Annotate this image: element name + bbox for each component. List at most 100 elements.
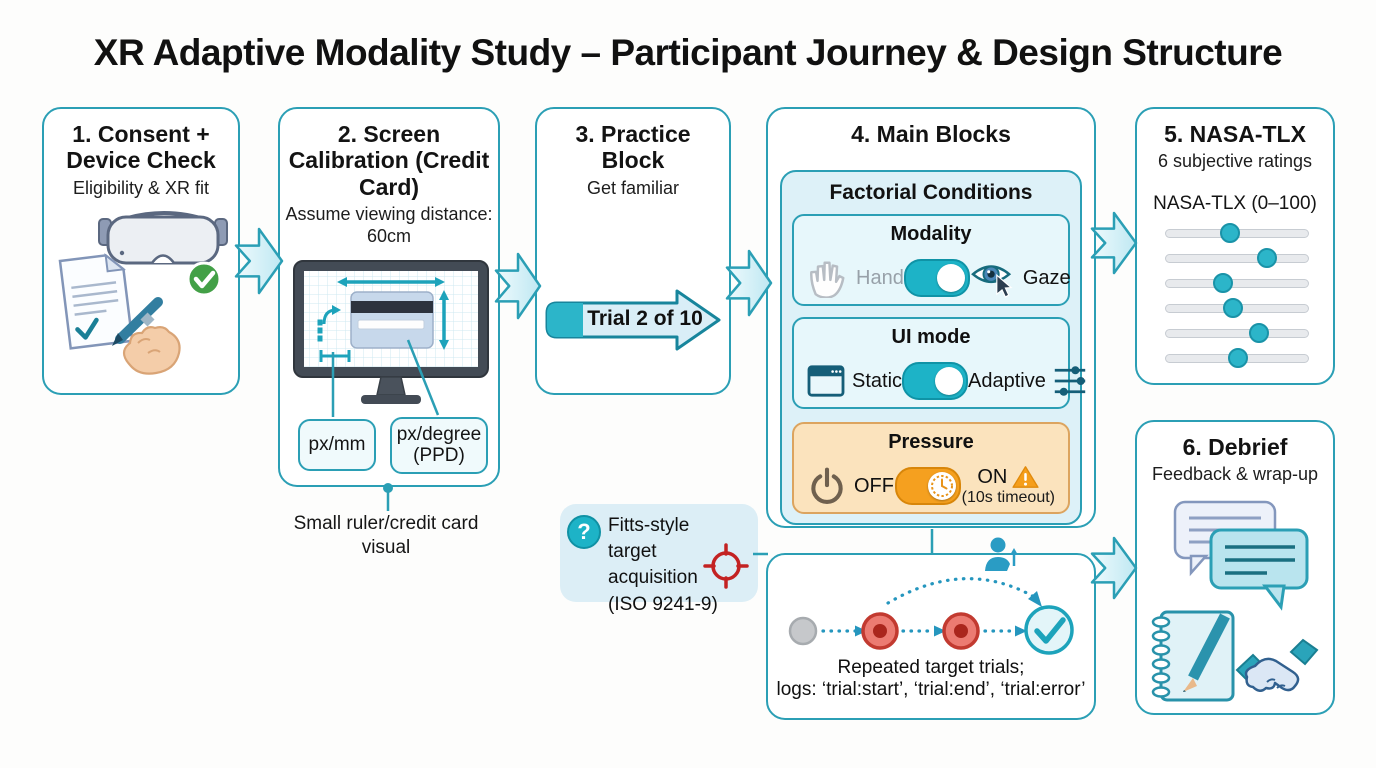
flow-arrow-2-3 <box>494 252 542 320</box>
hand-signing-illustration <box>112 297 181 375</box>
tlx-slider-knob[interactable] <box>1228 348 1249 368</box>
px-per-mm-label: px/mm <box>298 419 376 471</box>
flow-arrow-1-2 <box>234 227 284 295</box>
pressure-toggle[interactable] <box>894 467 961 505</box>
tlx-slider-track[interactable] <box>1165 329 1309 338</box>
ui-mode-card: UI mode Static Adaptive <box>792 317 1086 409</box>
step-5-subtitle: 6 subjective ratings <box>1157 151 1313 172</box>
tlx-slider <box>1165 273 1309 294</box>
ui-mode-left-label: Static <box>852 369 903 392</box>
modality-toggle[interactable] <box>903 259 970 297</box>
vr-headset-icon <box>98 211 228 265</box>
check-badge-icon <box>186 261 222 297</box>
step-6-title: 6. Debrief <box>1182 434 1288 460</box>
tlx-slider <box>1165 248 1309 269</box>
page-title: XR Adaptive Modality Study – Participant… <box>93 32 1283 73</box>
target-icon <box>942 612 980 650</box>
flow-arrow-3-4 <box>725 249 773 317</box>
step-3-subtitle: Get familiar <box>586 177 680 198</box>
tlx-slider-knob[interactable] <box>1248 323 1269 343</box>
px-per-degree-label: px/degree (PPD) <box>390 417 488 474</box>
tlx-slider <box>1165 223 1309 244</box>
credit-card-icon <box>350 291 434 349</box>
hand-icon <box>810 261 845 298</box>
modality-card: Modality Hand <box>792 214 1071 306</box>
trial-progress-arrow <box>545 289 721 351</box>
pressure-right-note: (10s timeout) <box>961 489 1055 507</box>
calibration-caption: Small ruler/credit card visual <box>293 513 479 558</box>
cursor-icon <box>996 273 1013 298</box>
step-3-title: 3. Practice Block <box>575 121 691 174</box>
target-icon <box>861 612 899 650</box>
start-dot <box>788 616 818 646</box>
tlx-slider <box>1165 348 1309 369</box>
consent-illustration <box>58 211 228 375</box>
step-1-subtitle: Eligibility & XR fit <box>72 177 210 198</box>
step-6-debrief-box: 6. Debrief Feedback & wrap-up <box>1135 420 1335 715</box>
trial-caption-line2: logs: ‘trial:start’, ‘trial:end’, ‘trial… <box>776 679 1086 700</box>
question-icon: ? <box>567 515 601 549</box>
pressure-right-label: ON <box>977 466 1008 489</box>
step-6-subtitle: Feedback & wrap-up <box>1151 464 1319 485</box>
ui-mode-title: UI mode <box>891 326 971 348</box>
trial-sequence-graphic <box>788 537 1074 655</box>
clock-icon <box>930 475 953 497</box>
tlx-sliders <box>1165 223 1309 379</box>
step-3-practice-box: 3. Practice Block Get familiar Trial 2 o… <box>535 107 731 395</box>
modality-title: Modality <box>890 223 972 245</box>
factorial-conditions-panel: Factorial Conditions Modality Hand <box>780 170 1086 525</box>
progress-fill <box>547 303 583 337</box>
fitts-callout-text: Fitts-style target acquisition (ISO 9241… <box>608 515 718 615</box>
pressure-toggle-knob[interactable] <box>927 472 956 500</box>
eye-gaze-icon <box>970 265 1013 298</box>
step-2-title: 2. Screen Calibration (Credit Card) <box>288 121 490 200</box>
tlx-slider <box>1165 323 1309 344</box>
step-5-nasa-tlx-box: 5. NASA-TLX 6 subjective ratings NASA-TL… <box>1135 107 1335 385</box>
tlx-slider-track[interactable] <box>1165 254 1309 263</box>
trial-caption-line1: Repeated target trials; <box>837 657 1025 678</box>
step-5-title: 5. NASA-TLX <box>1164 121 1306 147</box>
step-4-title: 4. Main Blocks <box>851 121 1011 147</box>
tlx-slider <box>1165 298 1309 319</box>
ui-mode-right-label: Adaptive <box>968 369 1046 392</box>
window-static-icon <box>807 365 845 397</box>
tlx-slider-knob[interactable] <box>1257 248 1278 268</box>
crosshair-icon <box>703 543 749 589</box>
tlx-slider-knob[interactable] <box>1219 223 1240 243</box>
handshake-icon <box>1235 638 1319 692</box>
monitor-calibration-illustration <box>293 260 489 404</box>
dotted-arrows <box>821 577 1038 633</box>
pressure-title: Pressure <box>888 431 974 453</box>
pressure-left-label: OFF <box>854 474 894 497</box>
ui-mode-toggle[interactable] <box>902 362 969 400</box>
modality-right-label: Gaze <box>1022 266 1071 289</box>
warning-icon <box>1012 466 1039 489</box>
debrief-illustration <box>1151 500 1319 702</box>
measurement-arrows <box>317 277 449 362</box>
step-2-calibration-box: 2. Screen Calibration (Credit Card) Assu… <box>278 107 500 487</box>
sliders-adaptive-icon <box>1054 366 1086 396</box>
modality-toggle-knob[interactable] <box>936 264 965 292</box>
chat-bubbles-icon <box>1173 500 1309 611</box>
success-check-icon <box>1024 605 1074 655</box>
ui-mode-toggle-knob[interactable] <box>935 367 964 395</box>
flow-arrow-4-5 <box>1090 211 1138 275</box>
step-1-title: 1. Consent + Device Check <box>66 121 216 174</box>
person-icon <box>985 537 1018 571</box>
tlx-slider-track[interactable] <box>1165 279 1309 288</box>
step-4-main-blocks-box: 4. Main Blocks Factorial Conditions Moda… <box>766 107 1096 528</box>
tlx-slider-knob[interactable] <box>1212 273 1233 293</box>
pressure-card: Pressure OFF <box>792 422 1070 514</box>
flow-arrow-trials-6 <box>1090 536 1138 600</box>
tlx-scale-label: NASA-TLX (0–100) <box>1153 193 1317 214</box>
factorial-panel-title: Factorial Conditions <box>829 181 1033 204</box>
step-2-subtitle: Assume viewing distance: 60cm <box>285 204 493 246</box>
trial-progress-label: Trial 2 of 10 <box>587 307 703 330</box>
power-icon <box>811 467 843 504</box>
tlx-slider-knob[interactable] <box>1222 298 1243 318</box>
modality-left-label: Hand <box>856 266 904 289</box>
notebook-pencil-icon <box>1151 610 1235 702</box>
fitts-callout: ? Fitts-style target acquisition (ISO 92… <box>560 504 758 615</box>
step-1-consent-box: 1. Consent + Device Check Eligibility & … <box>42 107 240 395</box>
